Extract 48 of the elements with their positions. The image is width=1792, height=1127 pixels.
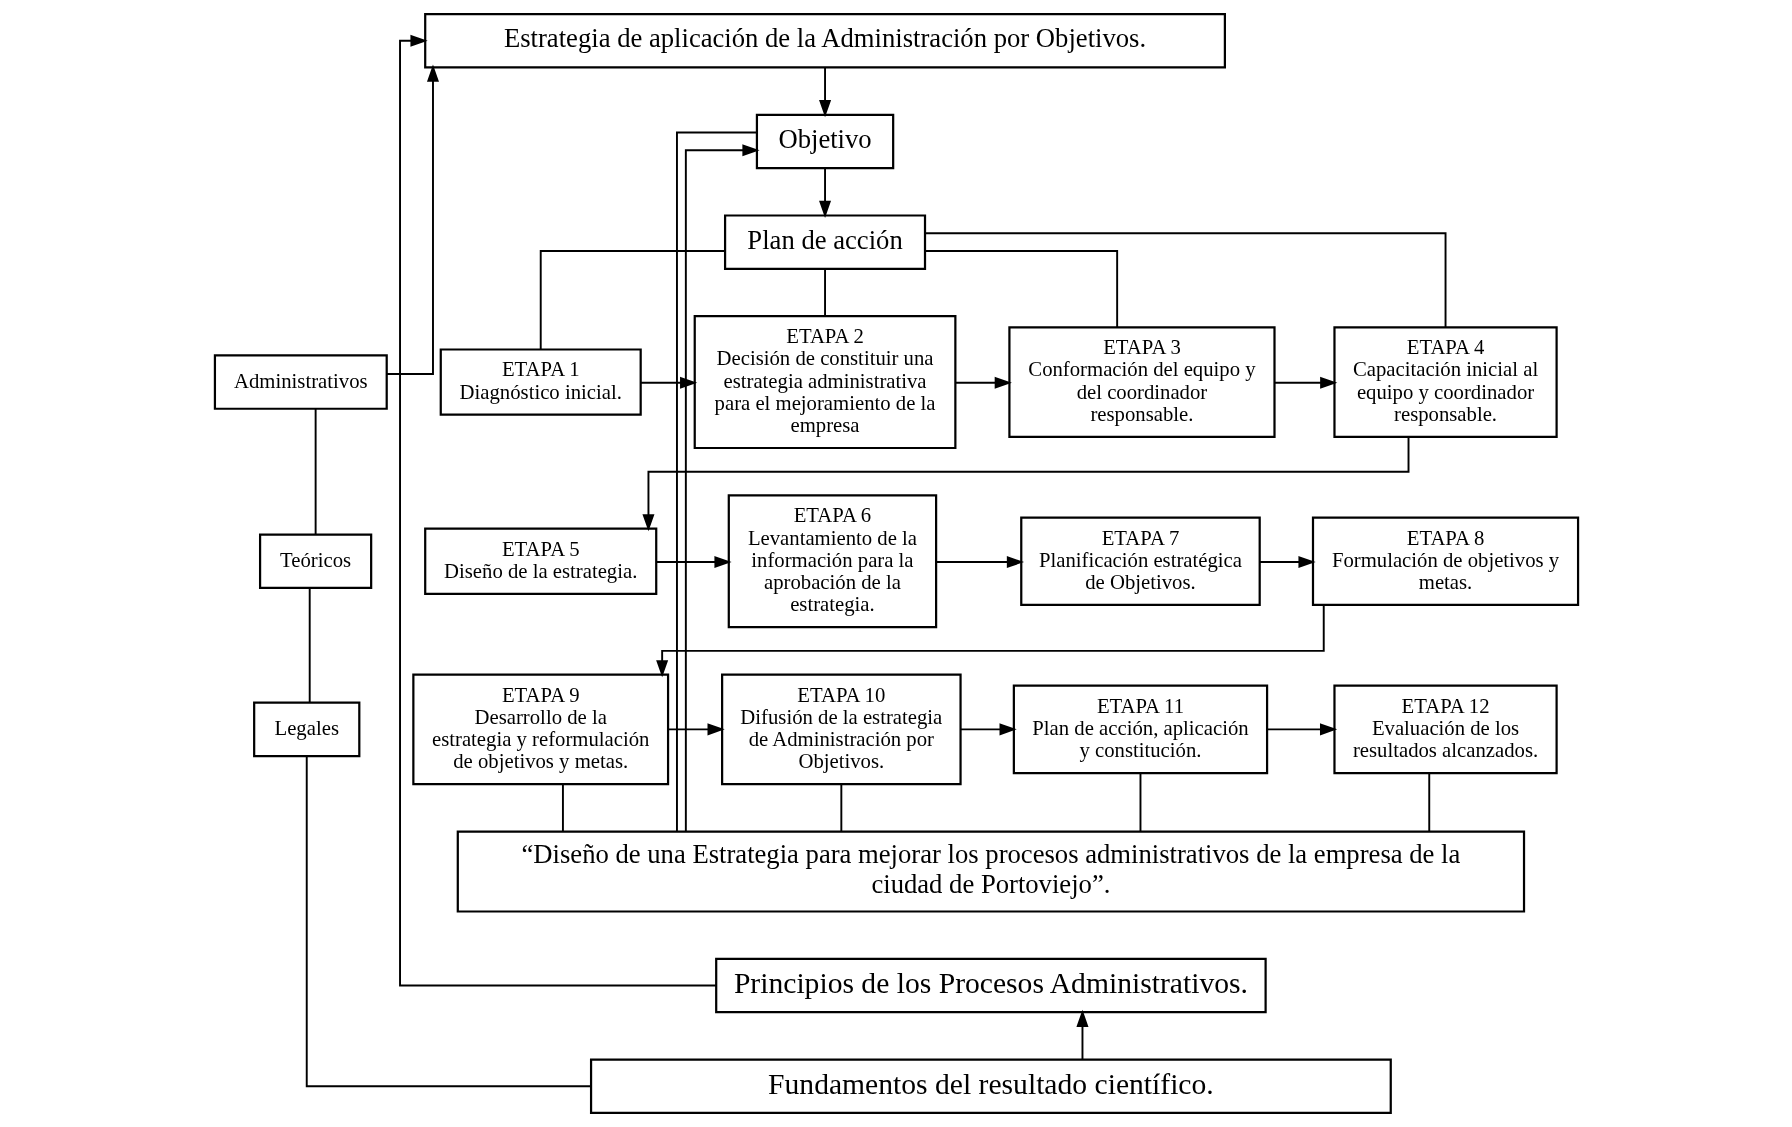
arrow xyxy=(1258,556,1316,569)
connector xyxy=(561,783,564,833)
node-box: ETAPA 7 Planificación estratégica de Objetivos. xyxy=(1019,516,1261,607)
arrow xyxy=(666,723,725,736)
node-box: ETAPA 2 Decisión de constituir una estrategia administrativa para el mejoramiento de la empresa xyxy=(693,315,956,450)
node-box: Principios de los Procesos Administrativos. xyxy=(714,957,1267,1014)
node-box: Estrategia de aplicación de la Administración por Objetivos. xyxy=(423,13,1226,69)
arrow xyxy=(818,167,831,218)
arrow xyxy=(1265,723,1337,736)
connector xyxy=(923,232,1446,329)
node-box: ETAPA 4 Capacitación inicial al equipo y coordinador responsable. xyxy=(1332,326,1558,438)
arrow xyxy=(954,376,1012,389)
arrow xyxy=(398,34,717,987)
node-box: Teóricos xyxy=(258,533,372,590)
arrow xyxy=(818,66,831,118)
arrow xyxy=(1075,1009,1088,1061)
connector xyxy=(1427,772,1430,833)
node-box: Fundamentos del resultado científico. xyxy=(589,1058,1392,1114)
arrow xyxy=(385,64,439,375)
connector xyxy=(308,587,311,704)
arrow xyxy=(959,723,1017,736)
node-box: ETAPA 6 Levantamiento de la información para la aprobación de la estrategia. xyxy=(727,494,937,629)
node-box: ETAPA 5 Diseño de la estrategia. xyxy=(423,527,657,595)
node-box: ETAPA 3 Conformación del equipo y del coordinador responsable. xyxy=(1007,326,1276,438)
node-box: ETAPA 8 Formulación de objetivos y metas. xyxy=(1311,516,1579,607)
node-box: ETAPA 11 Plan de acción, aplicación y constitución. xyxy=(1012,684,1268,775)
node-box: ETAPA 12 Evaluación de los resultados alcanzados. xyxy=(1332,684,1558,775)
connector xyxy=(1139,772,1141,833)
arrow xyxy=(1273,376,1337,389)
arrow xyxy=(641,436,1409,532)
node-box: Legales xyxy=(252,701,360,758)
node-box: Objetivo xyxy=(755,113,894,170)
connector xyxy=(923,250,1118,329)
node-box: Plan de acción xyxy=(723,214,926,270)
node-box: Administrativos xyxy=(213,354,388,410)
arrow xyxy=(654,556,732,569)
node-box: ETAPA 9 Desarrollo de la estrategia y reformulación de objetivos y metas. xyxy=(411,673,669,786)
node-box: ETAPA 1 Diagnóstico inicial. xyxy=(439,348,642,416)
connector xyxy=(539,250,726,350)
connector xyxy=(823,268,826,317)
connector xyxy=(839,783,842,833)
arrow xyxy=(934,556,1024,569)
connector xyxy=(314,407,317,536)
node-box: “Diseño de una Estrategia para mejorar los procesos administrativos de la empresa de la ciudad de Portoviejo”. xyxy=(456,830,1525,913)
node-box: ETAPA 10 Difusión de la estrategia de Administración por Objetivos. xyxy=(720,673,962,786)
connector xyxy=(305,755,592,1088)
arrow xyxy=(639,376,697,389)
arrow xyxy=(655,604,1325,678)
